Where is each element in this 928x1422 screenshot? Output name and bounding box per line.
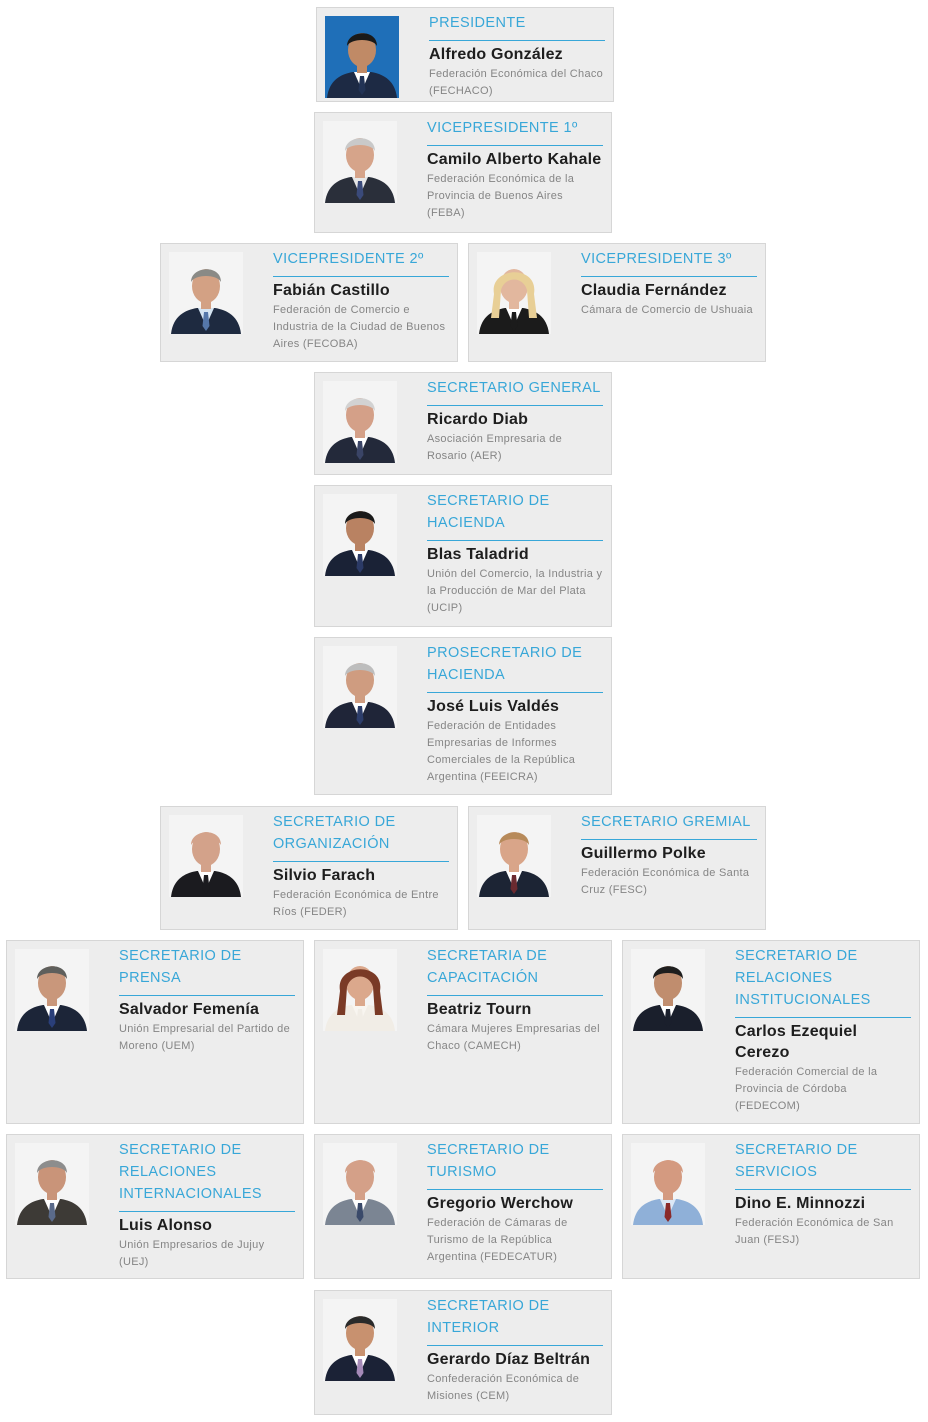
member-name: Gregorio Werchow <box>427 1195 574 1212</box>
member-role: SECRETARIO DE RELACIONES INSTITUCIONALES <box>735 945 911 1018</box>
member-organization: Asociación Empresaria de Rosario (AER) <box>427 433 562 462</box>
member-name: Guillermo Polke <box>581 845 706 862</box>
member-photo <box>325 16 399 98</box>
member-organization: Unión Empresarial del Partido de Moreno … <box>119 1023 291 1052</box>
member-name: Carlos Ezequiel Cerezo <box>735 1023 858 1061</box>
member-organization: Cámara Mujeres Empresarias del Chaco (CA… <box>427 1023 600 1052</box>
member-role: SECRETARIO DE SERVICIOS <box>735 1139 911 1190</box>
member-info: SECRETARIO DE RELACIONES INSTITUCIONALES… <box>735 945 911 1115</box>
member-photo <box>323 494 397 576</box>
member-name: Claudia Fernández <box>581 282 727 299</box>
member-name: Beatriz Tourn <box>427 1001 532 1018</box>
member-organization: Unión del Comercio, la Industria y la Pr… <box>427 568 603 614</box>
member-organization: Federación Económica de la Provincia de … <box>427 173 575 219</box>
member-photo <box>631 949 705 1031</box>
member-name: Dino E. Minnozzi <box>735 1195 866 1212</box>
member-card-gerardo-diaz-beltran: SECRETARIO DE INTERIOR Gerardo Díaz Beltr… <box>314 1290 612 1415</box>
member-name: Fabián Castillo <box>273 282 390 299</box>
member-organization: Cámara de Comercio de Ushuaia <box>581 304 753 316</box>
member-photo <box>323 381 397 463</box>
member-role: SECRETARIO DE HACIENDA <box>427 490 603 541</box>
member-photo <box>169 252 243 334</box>
member-organization: Federación Económica del Chaco (FECHACO) <box>429 68 604 97</box>
member-name: Blas Taladrid <box>427 546 529 563</box>
member-card-jose-luis-valdes: PROSECRETARIO DE HACIENDA José Luis Valdé… <box>314 637 612 795</box>
member-organization: Federación de Entidades Empresarias de I… <box>427 720 576 783</box>
member-photo <box>169 815 243 897</box>
member-card-luis-alonso: SECRETARIO DE RELACIONES INTERNACIONALES… <box>6 1134 304 1279</box>
member-organization: Federación Económica de Santa Cruz (FESC… <box>581 867 750 896</box>
member-organization: Federación de Comercio e Industria de la… <box>273 304 446 350</box>
member-photo <box>477 815 551 897</box>
member-name: Silvio Farach <box>273 867 376 884</box>
member-role: SECRETARIO DE PRENSA <box>119 945 295 996</box>
member-info: PROSECRETARIO DE HACIENDA José Luis Valdé… <box>427 642 603 786</box>
member-name: Camilo Alberto Kahale <box>427 151 602 168</box>
member-role: SECRETARIO GENERAL <box>427 377 603 406</box>
member-photo <box>477 252 551 334</box>
member-role: SECRETARIO DE ORGANIZACIÓN <box>273 811 449 862</box>
member-name: José Luis Valdés <box>427 698 560 715</box>
member-organization: Federación de Cámaras de Turismo de la R… <box>427 1217 568 1263</box>
member-role: VICEPRESIDENTE 3º <box>581 248 757 277</box>
member-info: SECRETARIO DE RELACIONES INTERNACIONALES… <box>119 1139 295 1271</box>
member-photo <box>323 1143 397 1225</box>
member-name: Luis Alonso <box>119 1217 213 1234</box>
member-info: SECRETARIO DE INTERIOR Gerardo Díaz Beltr… <box>427 1295 603 1405</box>
member-name: Gerardo Díaz Beltrán <box>427 1351 591 1368</box>
member-photo <box>323 121 397 203</box>
member-role: VICEPRESIDENTE 1º <box>427 117 603 146</box>
member-photo <box>631 1143 705 1225</box>
member-role: SECRETARIO DE INTERIOR <box>427 1295 603 1346</box>
member-photo <box>323 646 397 728</box>
member-organization: Federación Comercial de la Provincia de … <box>735 1066 878 1112</box>
member-role: SECRETARIA DE CAPACITACIÓN <box>427 945 603 996</box>
member-name: Alfredo González <box>429 46 563 63</box>
member-photo <box>15 949 89 1031</box>
member-photo <box>15 1143 89 1225</box>
member-organization: Confederación Económica de Misiones (CEM… <box>427 1373 580 1402</box>
member-role: PROSECRETARIO DE HACIENDA <box>427 642 603 693</box>
member-role: PRESIDENTE <box>429 12 605 41</box>
member-role: SECRETARIO DE TURISMO <box>427 1139 603 1190</box>
member-role: SECRETARIO DE RELACIONES INTERNACIONALES <box>119 1139 295 1212</box>
member-photo <box>323 1299 397 1381</box>
member-photo <box>323 949 397 1031</box>
member-organization: Federación Económica de San Juan (FESJ) <box>735 1217 894 1246</box>
member-role: VICEPRESIDENTE 2º <box>273 248 449 277</box>
member-name: Ricardo Diab <box>427 411 529 428</box>
member-name: Salvador Femenía <box>119 1001 260 1018</box>
member-role: SECRETARIO GREMIAL <box>581 811 757 840</box>
member-organization: Unión Empresarios de Jujuy (UEJ) <box>119 1239 265 1268</box>
member-organization: Federación Económica de Entre Ríos (FEDE… <box>273 889 439 918</box>
member-card-carlos-ezequiel-cerezo: SECRETARIO DE RELACIONES INSTITUCIONALES… <box>622 940 920 1124</box>
